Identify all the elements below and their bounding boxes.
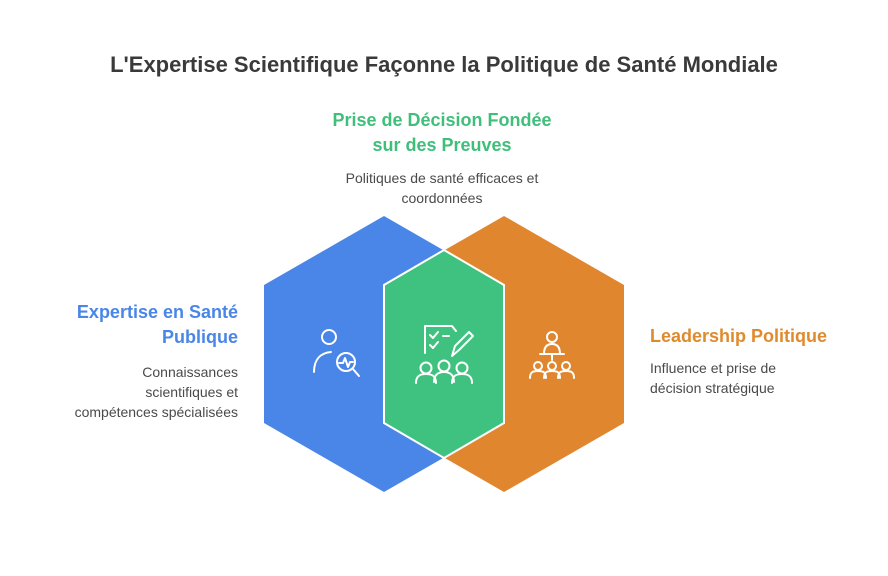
- public-health-heading: Expertise en Santé Publique: [20, 300, 238, 350]
- evidence-decision-heading-line2: sur des Preuves: [372, 135, 512, 155]
- evidence-decision-heading: Prise de Décision Fondée sur des Preuves: [284, 108, 600, 158]
- political-leadership-description: Influence et prise de décision stratégiq…: [650, 358, 850, 398]
- evidence-decision-desc-line1: Politiques de santé efficaces et: [345, 170, 539, 186]
- public-health-heading-line1: Expertise en Santé: [76, 302, 238, 322]
- speaker-audience-icon: [529, 331, 575, 379]
- public-health-desc-line2: scientifiques et: [145, 384, 238, 400]
- public-health-desc-line3: compétences spécialisées: [74, 404, 238, 420]
- political-leadership-desc-line2: décision stratégique: [650, 380, 775, 396]
- political-leadership-heading: Leadership Politique: [650, 326, 828, 346]
- public-health-heading-line2: Publique: [162, 327, 238, 347]
- checklist-people-icon: [415, 325, 474, 384]
- political-leadership-desc-line1: Influence et prise de: [650, 360, 777, 376]
- evidence-decision-hexagon: [383, 248, 505, 460]
- public-health-desc-line1: Connaissances: [142, 364, 238, 380]
- page-title: L'Expertise Scientifique Façonne la Poli…: [110, 52, 778, 77]
- person-analysis-icon: [313, 329, 360, 377]
- evidence-decision-heading-line1: Prise de Décision Fondée: [332, 110, 552, 130]
- public-health-description: Connaissances scientifiques et compétenc…: [20, 362, 238, 422]
- evidence-decision-description: Politiques de santé efficaces et coordon…: [300, 168, 584, 208]
- evidence-decision-desc-line2: coordonnées: [401, 190, 483, 206]
